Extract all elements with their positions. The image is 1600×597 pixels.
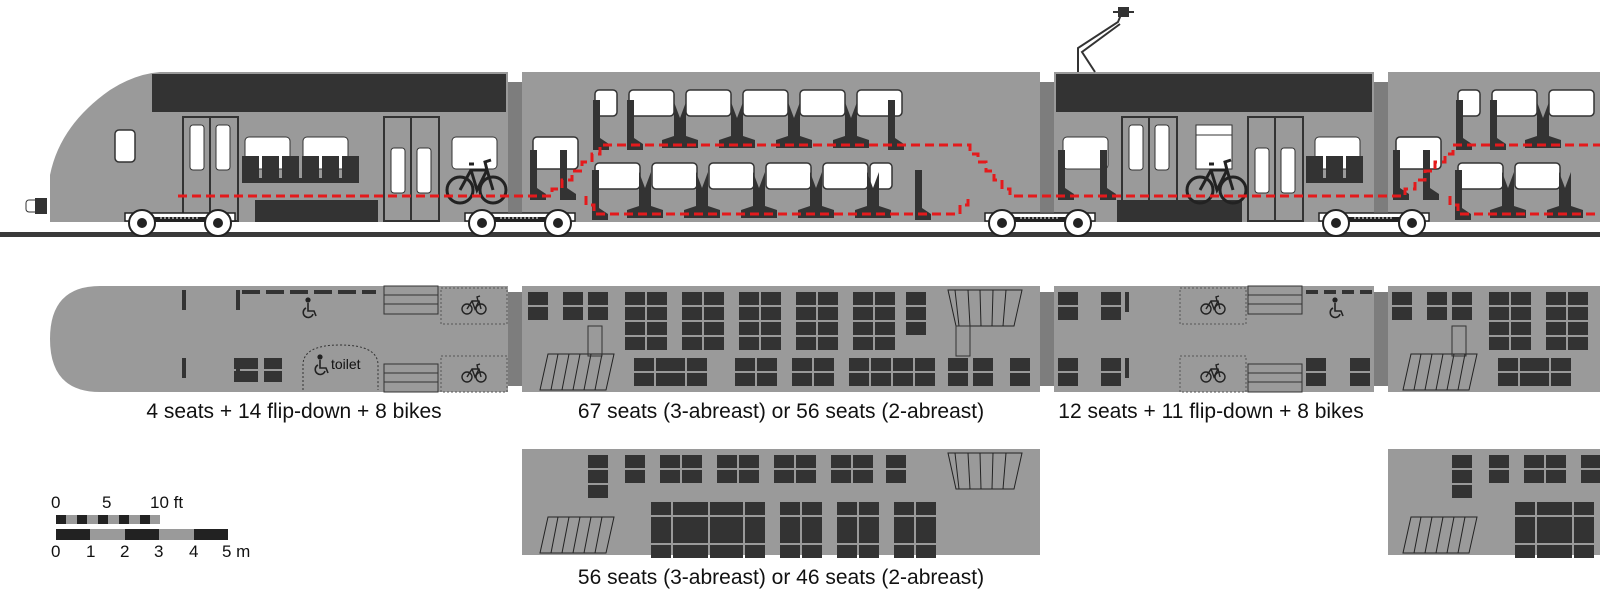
caption-end-car: 4 seats + 14 flip-down + 8 bikes bbox=[146, 400, 442, 423]
scale-feet-10: 10 ft bbox=[150, 493, 184, 512]
side-view bbox=[0, 7, 1600, 237]
scale-metre-5: 5 m bbox=[222, 542, 251, 561]
end-car-plan bbox=[50, 286, 508, 392]
wheelchair-icon bbox=[314, 354, 329, 376]
wheelchair-icon bbox=[1329, 297, 1344, 319]
caption-middle-car: 12 seats + 11 flip-down + 8 bikes bbox=[1058, 400, 1364, 423]
floor-plan bbox=[50, 285, 1600, 393]
scale-metre-2: 2 bbox=[120, 542, 130, 561]
pantograph bbox=[1077, 7, 1134, 73]
scale-metre-4: 4 bbox=[189, 542, 199, 561]
toilet-label: toilet bbox=[331, 356, 361, 372]
seat-blocks bbox=[528, 292, 1030, 386]
scale-bar bbox=[56, 515, 228, 540]
scale-metre-0: 0 bbox=[51, 542, 61, 561]
caption-alt-car: 56 seats (3-abreast) or 46 seats (2-abre… bbox=[577, 566, 985, 589]
scale-feet-5: 5 bbox=[102, 493, 112, 512]
scale-metre-1: 1 bbox=[86, 542, 96, 561]
scale-feet-0: 0 bbox=[51, 493, 61, 512]
wheelchair-icon bbox=[302, 297, 317, 319]
passenger-route bbox=[178, 143, 1600, 198]
scale-metre-3: 3 bbox=[154, 542, 164, 561]
rail bbox=[0, 232, 1600, 237]
caption-double-car: 67 seats (3-abreast) or 56 seats (2-abre… bbox=[577, 400, 985, 423]
alternate-plan bbox=[522, 449, 1600, 558]
